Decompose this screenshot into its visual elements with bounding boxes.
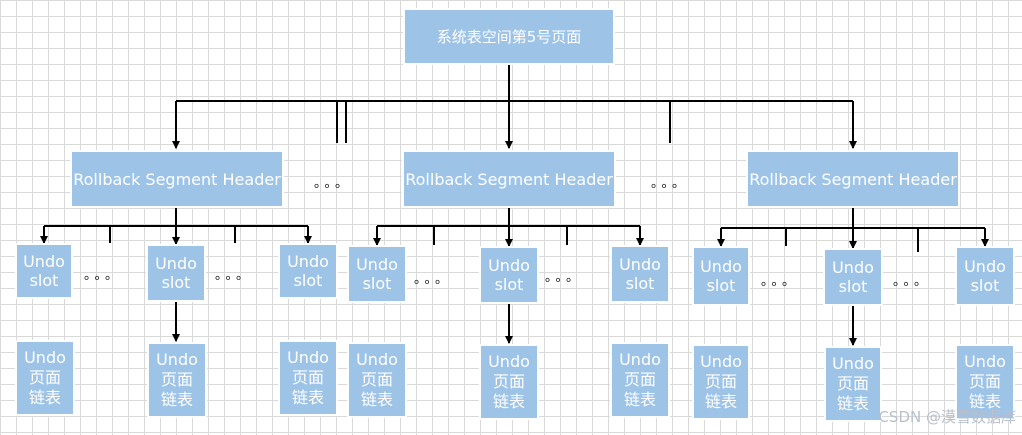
undo-slot-label: Undo slot bbox=[964, 257, 1006, 295]
undo-slot-node: Undo slot bbox=[347, 245, 407, 303]
undo-slot-node: Undo slot bbox=[610, 245, 670, 303]
ellipsis-mark: 。。。 bbox=[651, 176, 690, 191]
rollback-segment-header-label: Rollback Segment Header bbox=[749, 169, 957, 189]
undo-page-list-node: Undo 页面 链表 bbox=[15, 340, 75, 416]
undo-slot-node: Undo slot bbox=[15, 243, 73, 299]
watermark-text: CSDN @漠雪数据库 bbox=[878, 408, 1016, 426]
undo-page-list-node: Undo 页面 链表 bbox=[692, 344, 750, 420]
undo-page-list-node: Undo 页面 链表 bbox=[479, 344, 539, 420]
undo-slot-label: Undo slot bbox=[155, 254, 197, 292]
undo-page-list-node: Undo 页面 链表 bbox=[347, 342, 407, 418]
undo-slot-label: Undo slot bbox=[23, 252, 65, 290]
undo-slot-node: Undo slot bbox=[278, 243, 338, 299]
undo-page-list-label: Undo 页面 链表 bbox=[619, 350, 661, 409]
ellipsis-mark: 。。。 bbox=[414, 272, 453, 287]
ellipsis-mark: 。。。 bbox=[215, 268, 254, 283]
undo-page-list-label: Undo 页面 链表 bbox=[700, 352, 742, 411]
rollback-segment-header-node: Rollback Segment Header bbox=[746, 150, 960, 208]
undo-page-list-label: Undo 页面 链表 bbox=[488, 352, 530, 411]
ellipsis-mark: 。。。 bbox=[545, 270, 584, 285]
ellipsis-mark: 。。。 bbox=[893, 274, 932, 289]
undo-page-list-label: Undo 页面 链表 bbox=[964, 352, 1006, 411]
undo-slot-label: Undo slot bbox=[356, 255, 398, 293]
undo-page-list-label: Undo 页面 链表 bbox=[287, 348, 329, 407]
undo-slot-label: Undo slot bbox=[619, 255, 661, 293]
undo-slot-node: Undo slot bbox=[823, 248, 883, 306]
undo-page-list-label: Undo 页面 链表 bbox=[356, 350, 398, 409]
undo-slot-label: Undo slot bbox=[287, 252, 329, 290]
ellipsis-mark: 。。。 bbox=[314, 176, 353, 191]
undo-slot-node: Undo slot bbox=[479, 246, 539, 304]
undo-page-list-node: Undo 页面 链表 bbox=[278, 340, 338, 416]
rollback-segment-header-label: Rollback Segment Header bbox=[405, 169, 613, 189]
ellipsis-mark: 。。。 bbox=[84, 268, 123, 283]
rollback-segment-header-node: Rollback Segment Header bbox=[402, 150, 616, 208]
undo-page-list-node: Undo 页面 链表 bbox=[147, 342, 207, 418]
undo-slot-label: Undo slot bbox=[700, 257, 742, 295]
root-node: 系统表空间第5号页面 bbox=[403, 8, 615, 65]
undo-page-list-node: Undo 页面 链表 bbox=[955, 344, 1015, 420]
undo-slot-label: Undo slot bbox=[488, 256, 530, 294]
rollback-segment-header-node: Rollback Segment Header bbox=[70, 150, 284, 208]
undo-slot-node: Undo slot bbox=[692, 246, 750, 306]
undo-page-list-node: Undo 页面 链表 bbox=[610, 342, 670, 418]
root-node-label: 系统表空间第5号页面 bbox=[436, 28, 582, 46]
undo-page-list-node: Undo 页面 链表 bbox=[824, 346, 882, 422]
undo-page-list-label: Undo 页面 链表 bbox=[156, 350, 198, 409]
ellipsis-mark: 。。。 bbox=[761, 274, 800, 289]
undo-slot-label: Undo slot bbox=[832, 258, 874, 296]
undo-slot-node: Undo slot bbox=[146, 244, 206, 302]
undo-slot-node: Undo slot bbox=[955, 246, 1015, 306]
undo-page-list-label: Undo 页面 链表 bbox=[24, 348, 66, 407]
rollback-segment-header-label: Rollback Segment Header bbox=[73, 169, 281, 189]
undo-page-list-label: Undo 页面 链表 bbox=[832, 354, 874, 413]
